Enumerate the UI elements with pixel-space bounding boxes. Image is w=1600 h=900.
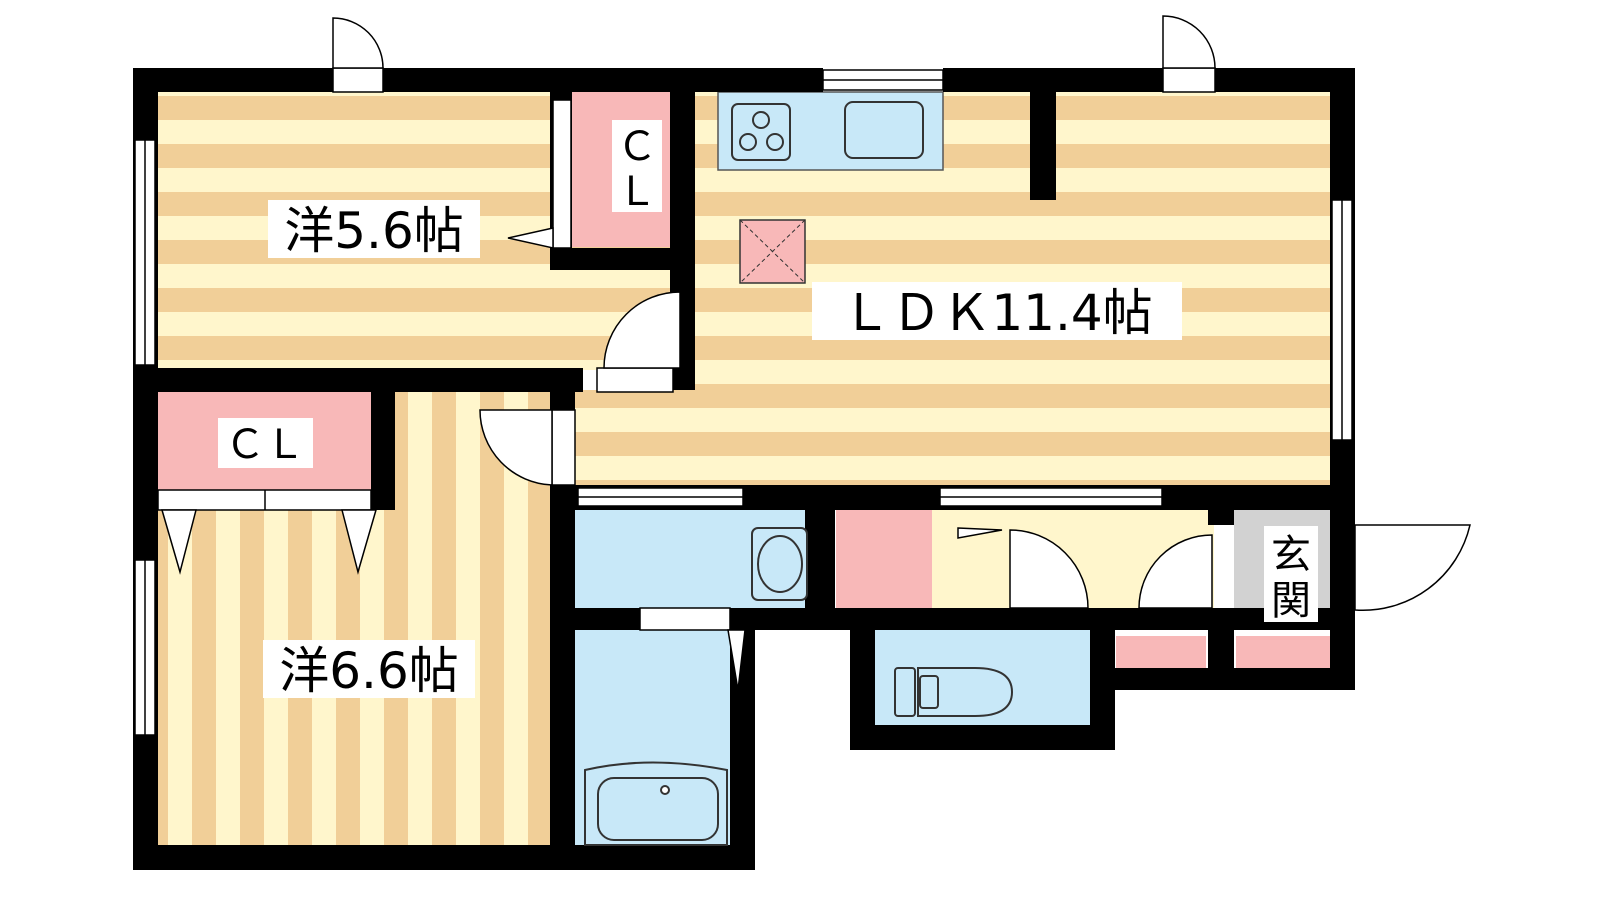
closet-a-label-top: Ｃ [617,124,657,170]
kitchen-sink-icon [844,101,924,159]
doors [332,15,1471,612]
toilet-icon [894,667,1014,717]
storage-pink-hall [836,510,932,610]
room-ldk-label: ＬＤＫ11.4帖 [841,284,1152,342]
entrance-label-bottom: 関 [1271,578,1311,624]
shoe-box-b [1236,636,1331,668]
shoe-box-a [1116,636,1206,668]
refrigerator-space-icon [739,219,806,284]
sliding-doors [157,99,1003,691]
closet-a-label-bottom: Ｌ [617,169,657,215]
windows [134,69,1353,736]
room-western-a-label: 洋5.6帖 [284,202,464,260]
entrance-label-top: 玄 [1271,532,1311,578]
room-ldk-lower-floor [575,390,695,485]
stove-icon [731,103,791,161]
bathtub-icon [584,761,728,846]
room-western-b-label: 洋6.6帖 [279,642,459,700]
labels: 洋5.6帖 洋6.6帖 ＬＤＫ11.4帖 Ｃ Ｌ ＣＬ 玄 関 [218,120,1318,700]
closet-b-label: ＣＬ [225,422,305,468]
washbasin-icon [751,527,808,601]
